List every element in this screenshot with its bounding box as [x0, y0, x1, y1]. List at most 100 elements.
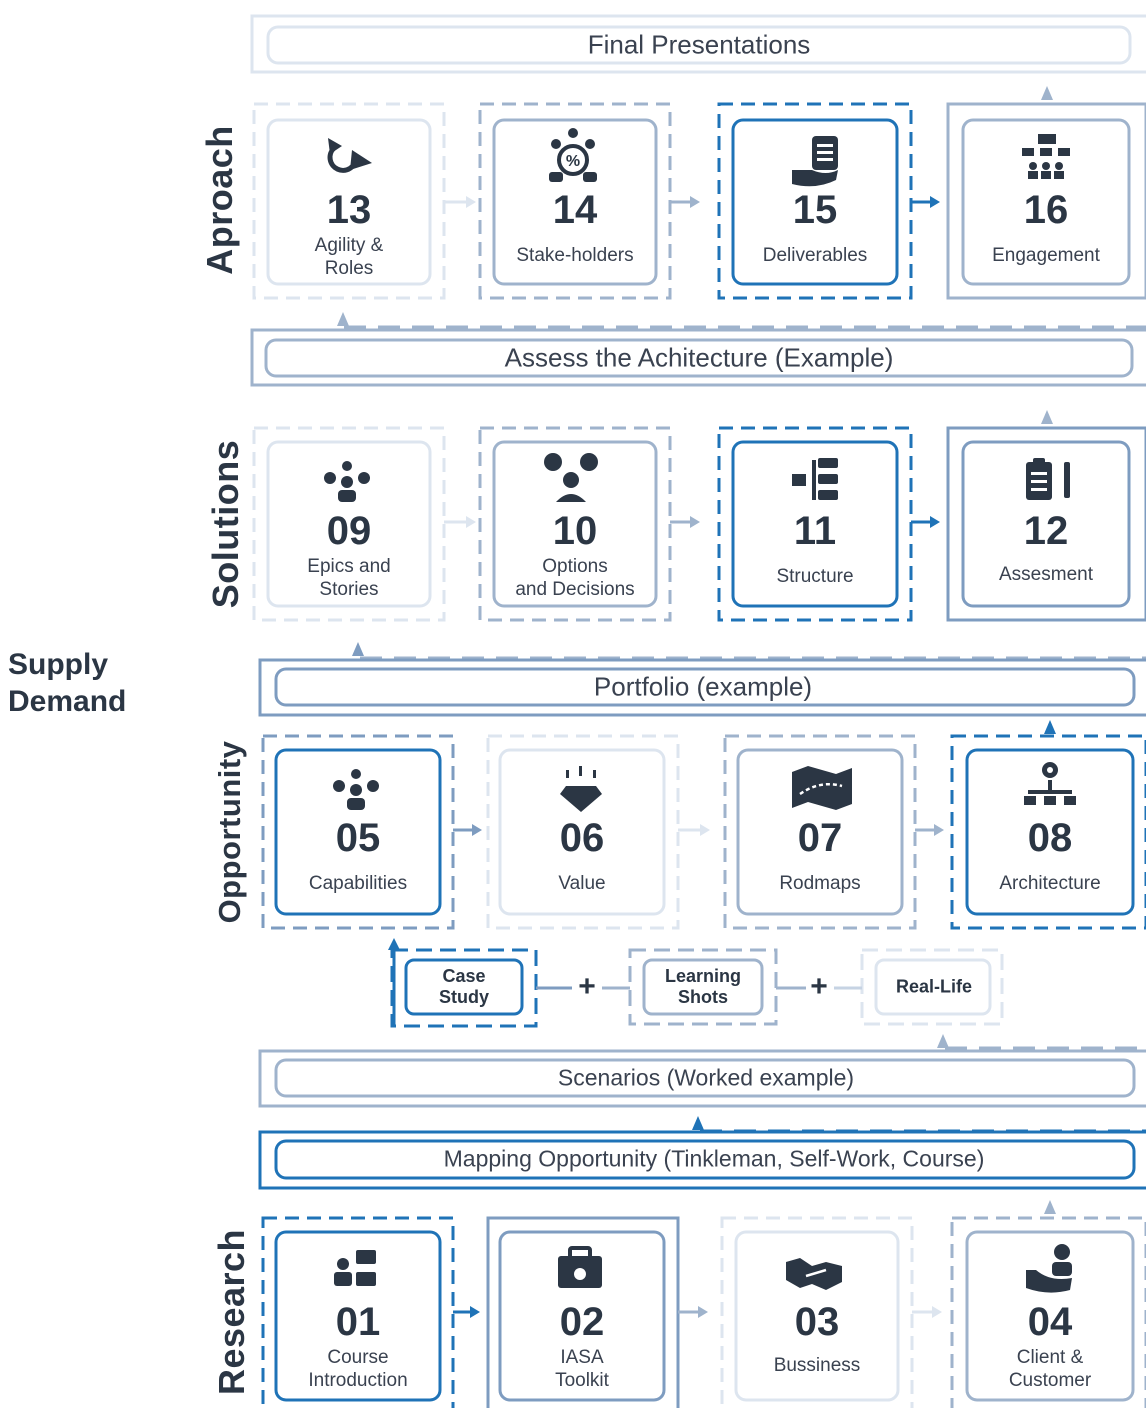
flow-arrows	[337, 86, 1056, 1318]
hand-document-icon	[792, 136, 838, 187]
card-11: 11 Structure	[733, 505, 897, 588]
card-06-number: 06	[559, 816, 605, 860]
card-12: 12 Assesment	[963, 505, 1129, 586]
banner-scenarios-text: Scenarios (Worked example)	[557, 1064, 855, 1091]
card-frame-01	[261, 1216, 455, 1408]
card-11-label: Structure	[776, 566, 854, 587]
card-07: 07 Rodmaps	[738, 812, 902, 895]
pill-connectors	[388, 938, 862, 1026]
card-09-number: 09	[326, 509, 372, 553]
card-04-number: 04	[1027, 1300, 1073, 1344]
card-05-number: 05	[335, 816, 381, 860]
card-16: 16 Engagement	[963, 184, 1129, 267]
card-frame-06	[486, 734, 680, 930]
card-14: 14 Stake-holders	[494, 184, 656, 267]
demand-label: Demand	[8, 685, 127, 718]
network-gear-icon	[1024, 762, 1076, 805]
card-03: 03 Bussiness	[736, 1296, 898, 1377]
banner-assess-architecture-text: Assess the Achitecture (Example)	[504, 342, 894, 373]
card-13: 13 Agility &Roles	[268, 184, 430, 280]
banner-portfolio-text: Portfolio (example)	[593, 671, 813, 702]
card-04: 04 Client &Customer	[967, 1296, 1133, 1392]
card-frame-05	[261, 734, 455, 930]
supply-demand-label: Supply Demand	[8, 646, 126, 720]
banner-assess-architecture	[250, 325, 1146, 387]
card-03-label: Bussiness	[773, 1355, 861, 1376]
card-16-label: Engagement	[992, 245, 1100, 266]
card-15: 15 Deliverables	[733, 184, 897, 267]
hand-person-icon	[1026, 1244, 1072, 1293]
supply-label: Supply	[8, 648, 109, 681]
card-16-number: 16	[1023, 188, 1069, 232]
card-02-number: 02	[559, 1300, 605, 1344]
section-solutions-label: Solutions	[205, 439, 246, 609]
plus-sign: +	[810, 970, 828, 1003]
banner-mapping-opportunity	[258, 1129, 1146, 1190]
card-12-number: 12	[1023, 509, 1069, 553]
card-11-number: 11	[793, 509, 837, 553]
diamond-icon	[560, 766, 602, 812]
card-13-number: 13	[326, 188, 372, 232]
banner-scenarios	[258, 1046, 1146, 1108]
card-15-label: Deliverables	[762, 245, 868, 266]
card-01-number: 01	[335, 1300, 381, 1344]
card-15-number: 15	[792, 188, 838, 232]
card-07-label: Rodmaps	[779, 873, 861, 894]
card-06-label: Value	[558, 873, 606, 894]
card-frame-08	[950, 734, 1146, 930]
banner-final-presentations	[250, 14, 1146, 74]
card-frame-04	[950, 1216, 1146, 1408]
pill-real-life: Real-Life	[895, 976, 973, 997]
map-route-icon	[792, 766, 852, 810]
banner-final-presentations-text: Final Presentations	[587, 29, 811, 60]
banner-mapping-opportunity-text: Mapping Opportunity (Tinkleman, Self-Wor…	[443, 1145, 985, 1172]
hierarchy-icon	[792, 458, 838, 500]
handshake-icon	[786, 1258, 842, 1290]
clipboard-pen-icon	[1026, 458, 1070, 500]
card-06: 06 Value	[500, 812, 664, 895]
card-frame-09	[252, 426, 446, 622]
card-frame-11	[717, 426, 913, 622]
card-08-label: Architecture	[999, 873, 1101, 894]
card-frame-10	[478, 426, 672, 622]
banner-portfolio	[258, 656, 1146, 717]
svg-text:%: %	[566, 153, 580, 170]
card-frame-16	[946, 102, 1146, 300]
presenter-icon	[334, 1250, 376, 1286]
refresh-arrows-icon	[327, 138, 372, 173]
section-research-label: Research	[211, 1228, 252, 1396]
card-07-number: 07	[797, 816, 843, 860]
card-frame-12	[946, 426, 1146, 622]
card-frame-03	[720, 1216, 914, 1408]
card-10-number: 10	[552, 509, 598, 553]
decision-person-icon	[544, 453, 598, 502]
card-frame-07	[723, 734, 917, 930]
card-04-label: Client &Customer	[1008, 1347, 1092, 1391]
org-chart-icon	[1022, 134, 1070, 179]
idea-person-icon	[333, 769, 379, 810]
card-14-label: Stake-holders	[516, 245, 634, 266]
idea-person-icon	[324, 461, 370, 502]
card-03-number: 03	[794, 1300, 840, 1344]
plus-sign: +	[578, 970, 596, 1003]
card-08: 08 Architecture	[967, 812, 1133, 895]
card-05: 05 Capabilities	[276, 812, 440, 895]
toolbox-icon	[558, 1246, 602, 1288]
stakeholders-percent-icon: %	[549, 128, 597, 182]
card-12-label: Assesment	[999, 564, 1093, 585]
card-14-number: 14	[552, 188, 598, 232]
section-opportunity-label: Opportunity	[212, 740, 247, 924]
section-approach-label: Aproach	[199, 125, 240, 275]
card-08-number: 08	[1027, 816, 1073, 860]
